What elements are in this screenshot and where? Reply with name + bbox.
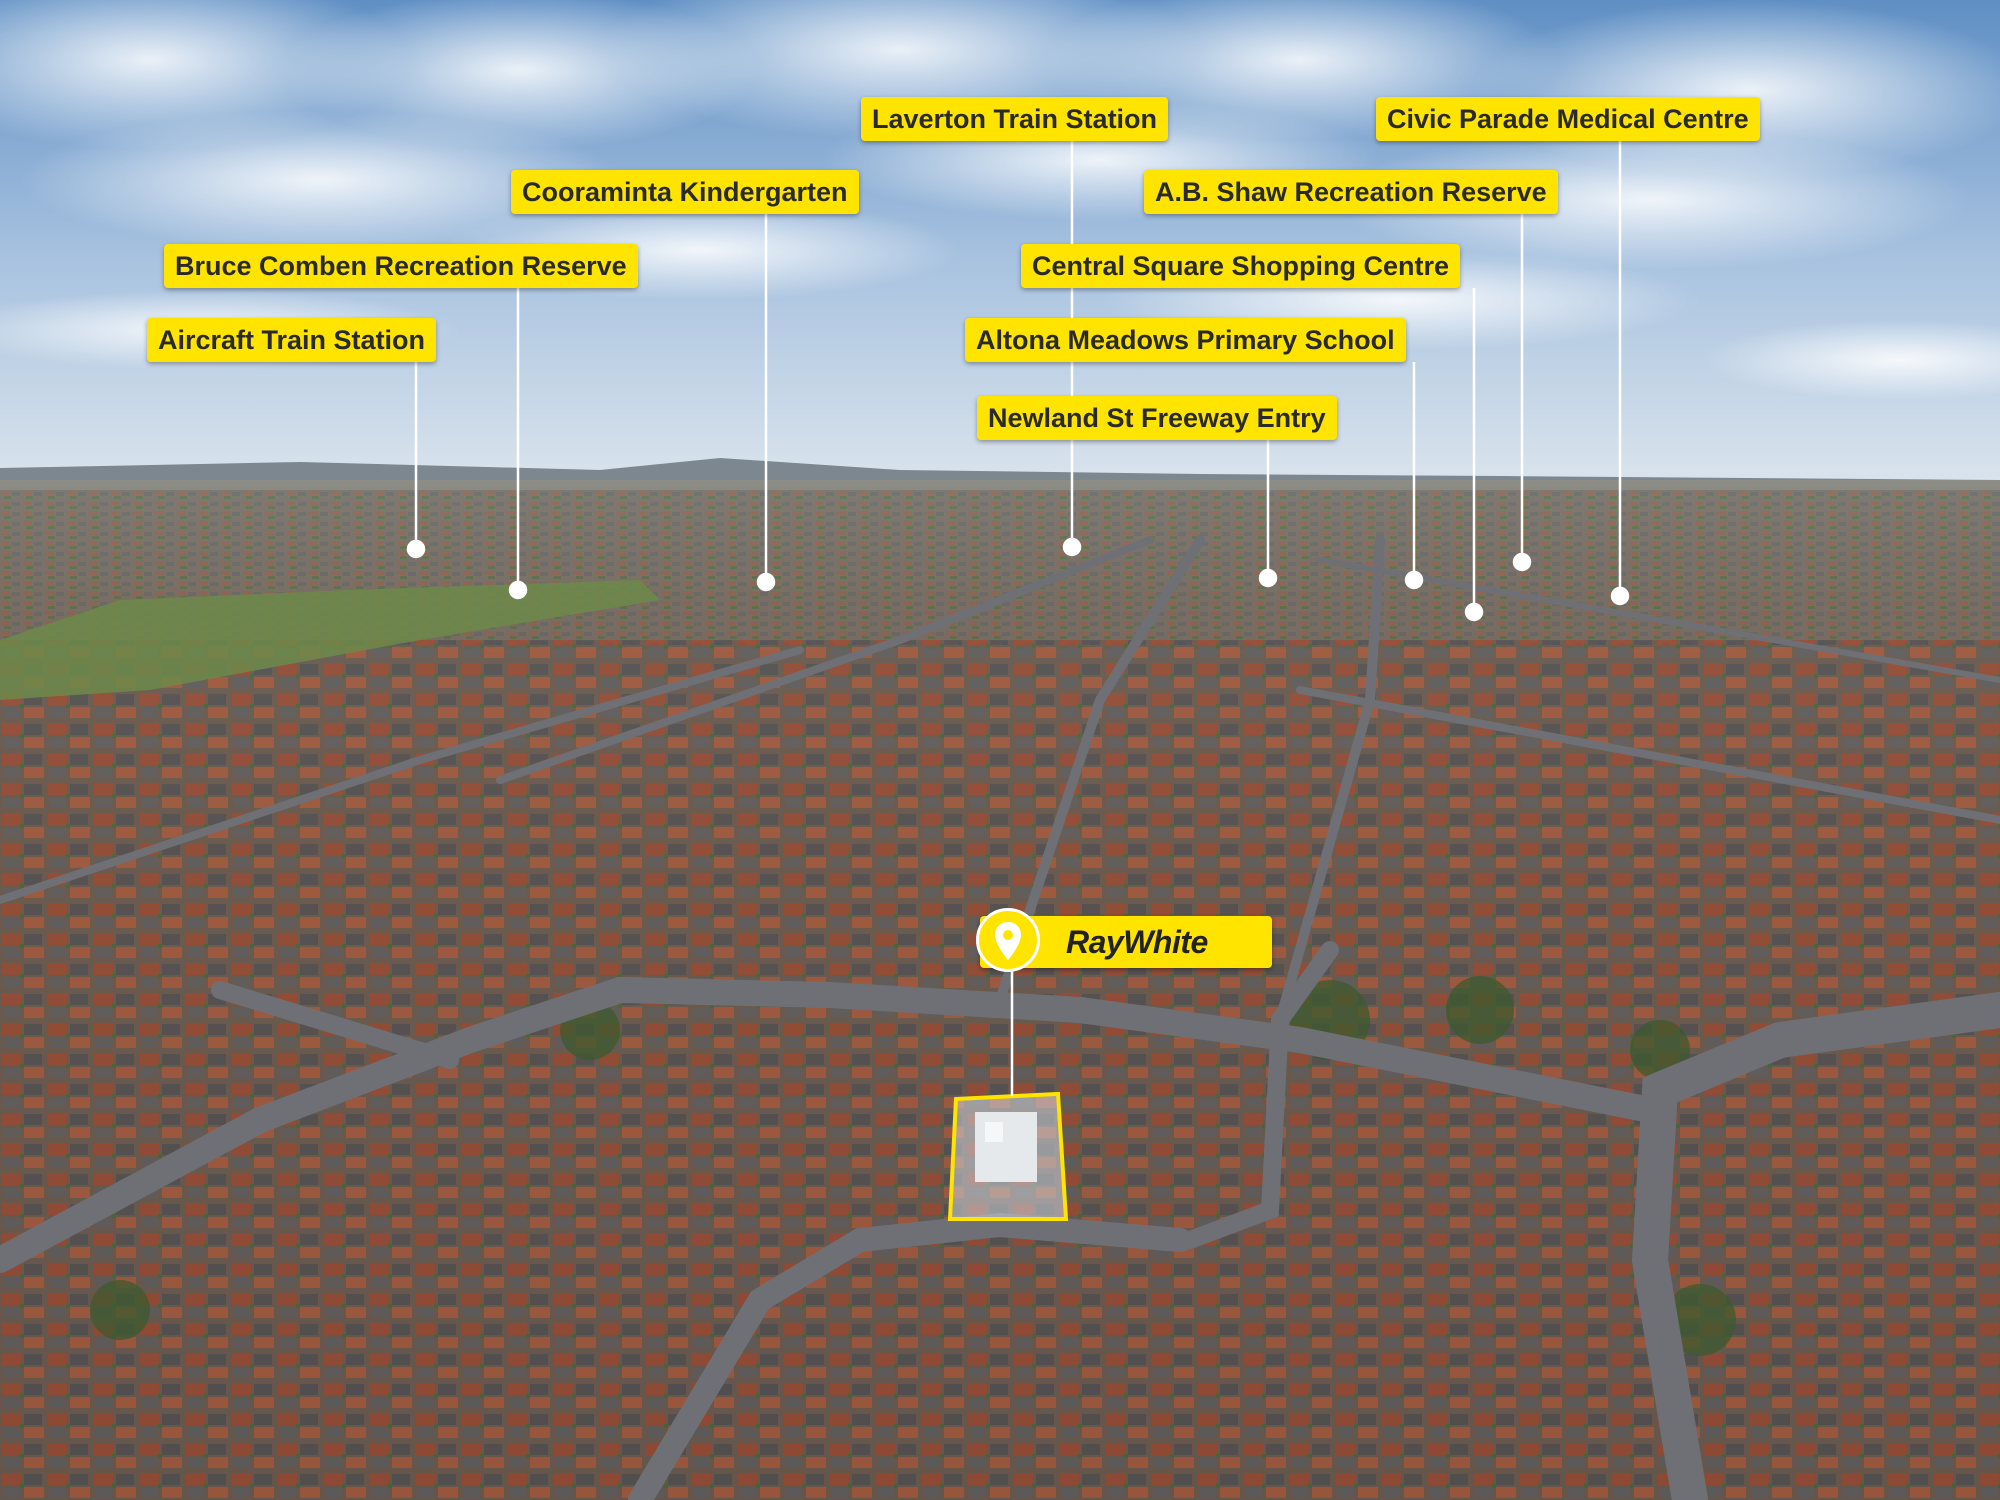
poi-label-aircraft-train-station: Aircraft Train Station (147, 318, 437, 362)
brand-badge: RayWhite (976, 908, 1272, 972)
location-pin-icon (976, 908, 1040, 972)
poi-label-cooraminta-kindergarten: Cooraminta Kindergarten (511, 170, 859, 214)
poi-label-ab-shaw-recreation-reserve: A.B. Shaw Recreation Reserve (1144, 170, 1558, 214)
poi-label-laverton-train-station: Laverton Train Station (861, 97, 1169, 141)
poi-label-civic-parade-medical-centre: Civic Parade Medical Centre (1376, 97, 1760, 141)
poi-label-bruce-comben-recreation-reserve: Bruce Comben Recreation Reserve (164, 244, 638, 288)
poi-label-altona-meadows-primary-school: Altona Meadows Primary School (965, 318, 1406, 362)
poi-label-newland-st-freeway-entry: Newland St Freeway Entry (977, 396, 1337, 440)
brand-logo-text: RayWhite (1066, 924, 1208, 960)
poi-label-central-square-shopping-centre: Central Square Shopping Centre (1021, 244, 1461, 288)
